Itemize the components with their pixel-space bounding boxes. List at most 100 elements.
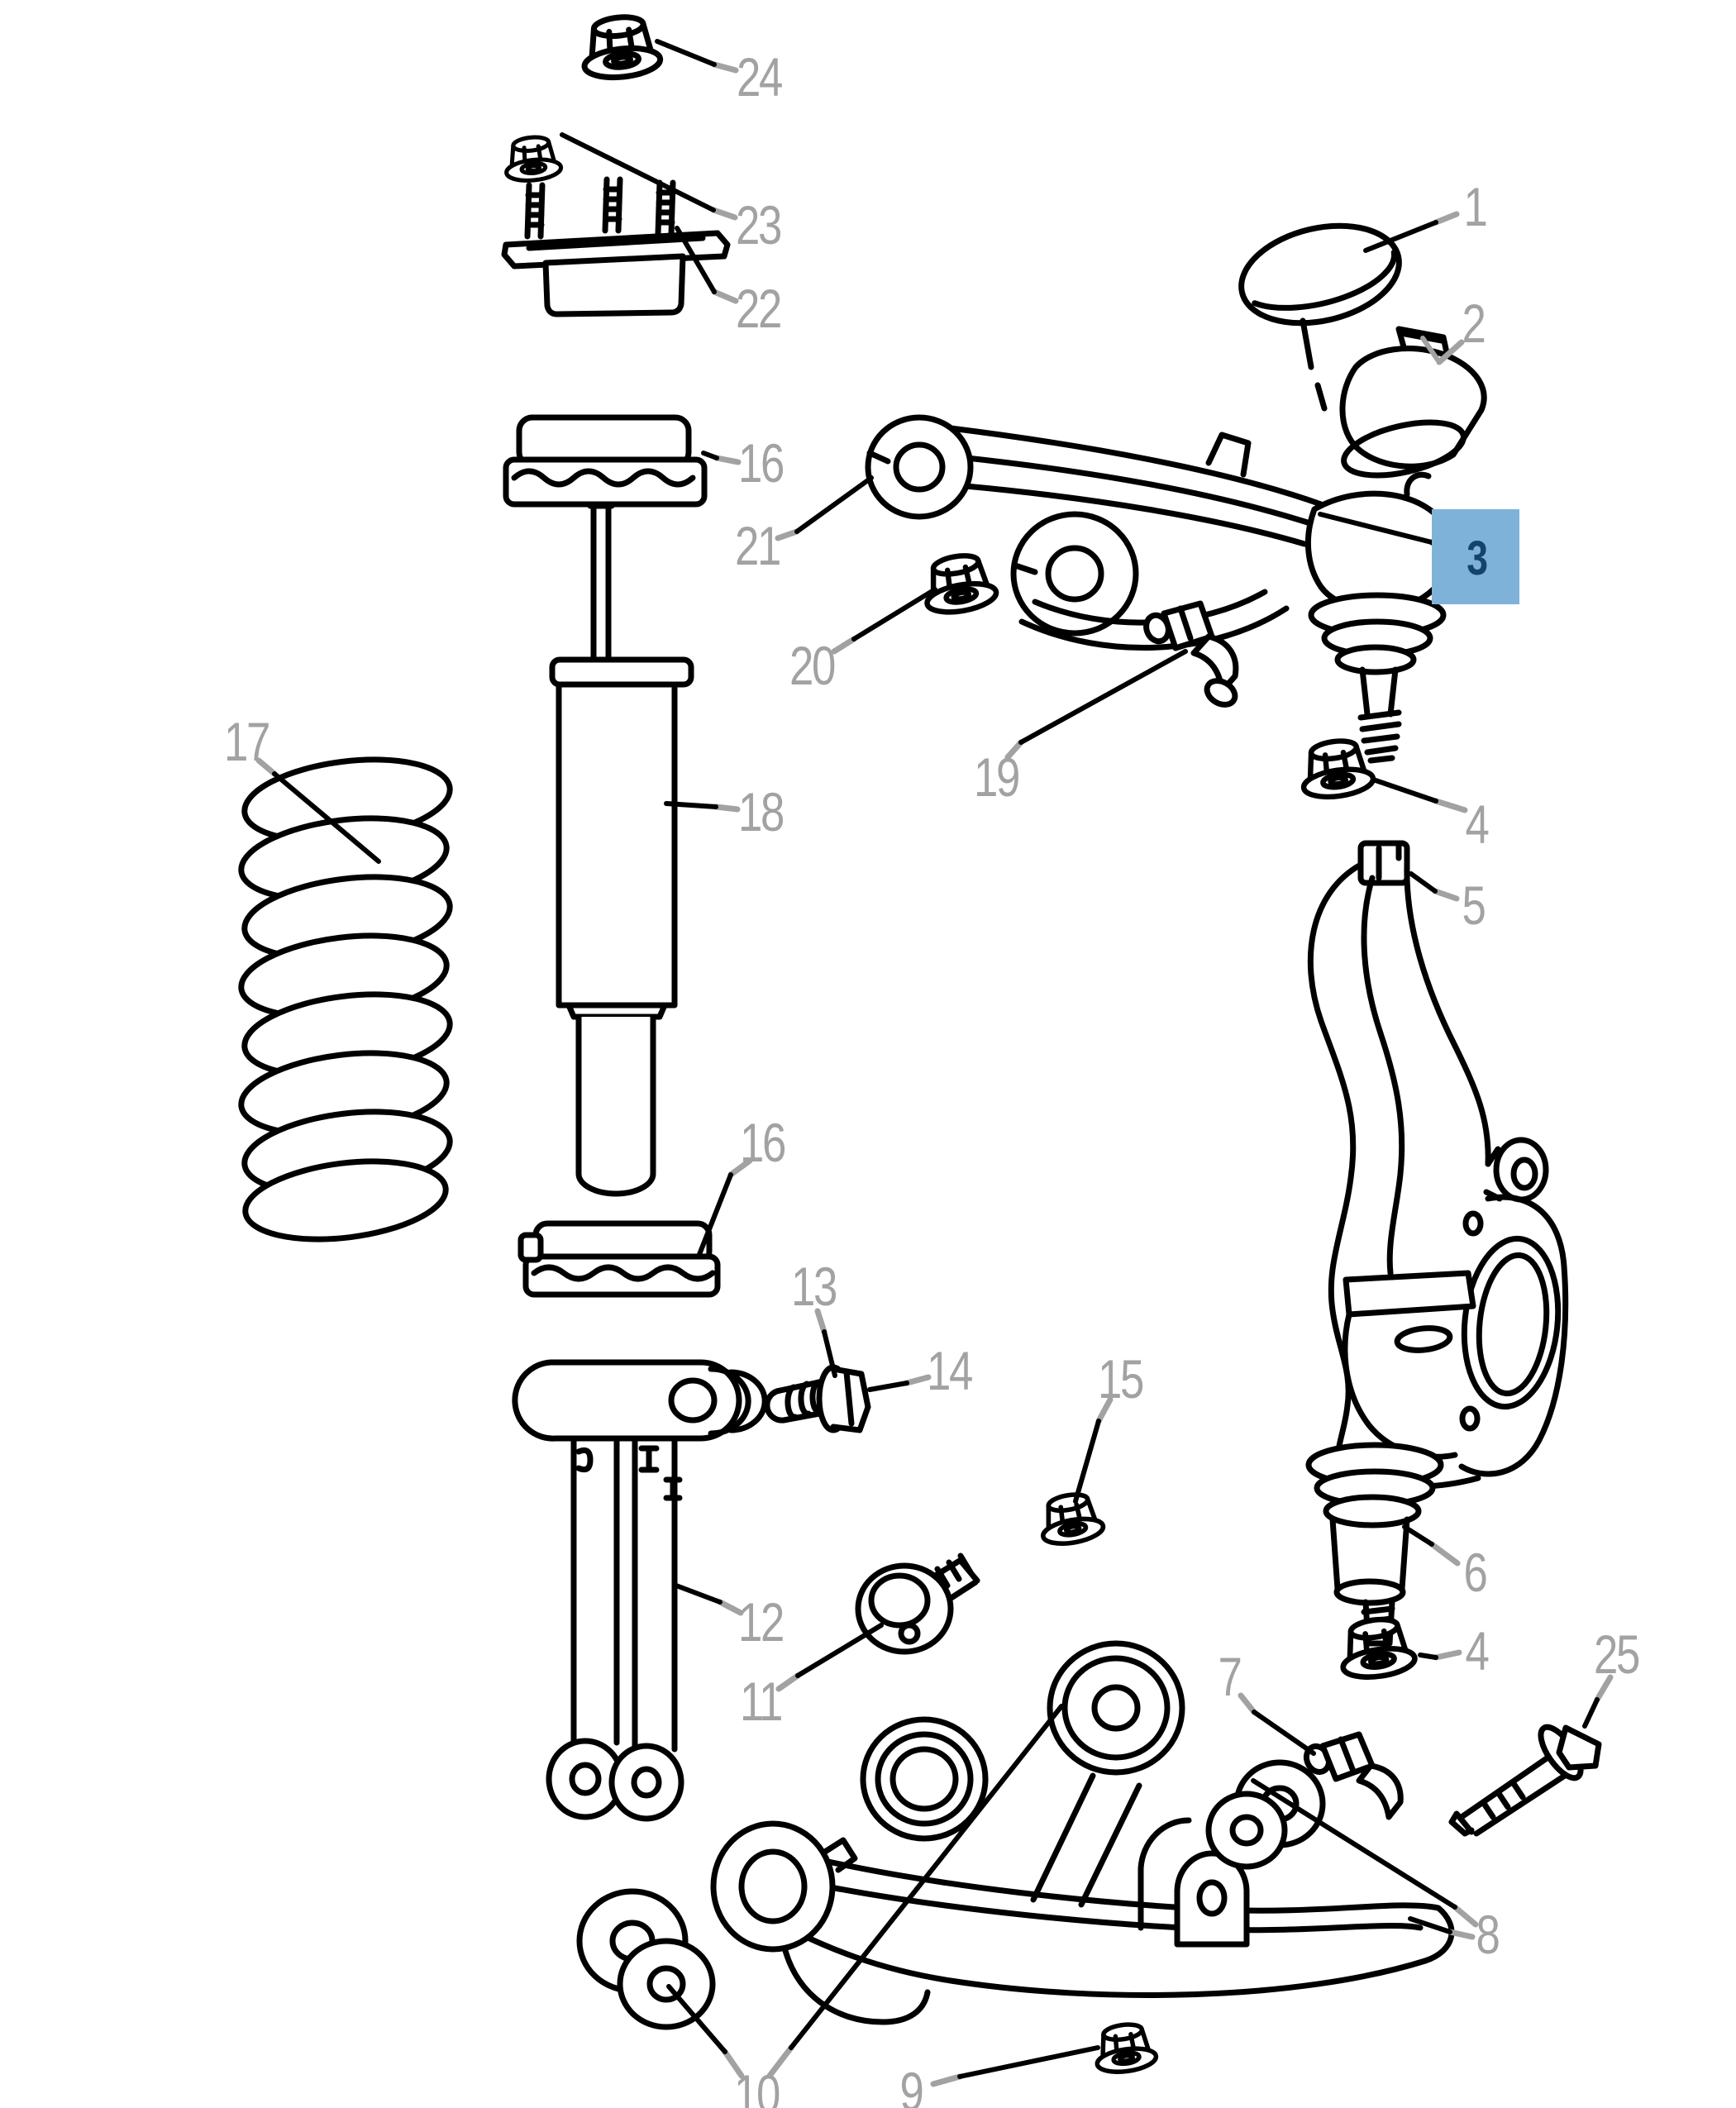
lower-ball-joint-drawing: [1305, 1442, 1444, 1647]
upper-control-arm-drawing: [865, 414, 1455, 764]
abs-sensor-drawing: [1303, 1731, 1404, 1820]
leader-stub-16-lower: [727, 1157, 753, 1178]
leader-stub-12: [717, 1599, 744, 1616]
leader-stub-6: [1428, 1541, 1461, 1567]
leader-line-5: [1409, 871, 1438, 894]
leader-line-16-upper: [701, 451, 719, 460]
callout-3[interactable]: 3: [1467, 532, 1488, 585]
callout-9[interactable]: 9: [899, 2061, 924, 2108]
callout-6[interactable]: 6: [1463, 1542, 1488, 1603]
leader-stub-7: [1238, 1692, 1257, 1715]
highlight-box-callout-3[interactable]: [1432, 509, 1519, 604]
leader-stub-13: [814, 1308, 827, 1335]
upper-spring-isolator-drawing: [503, 414, 708, 508]
leader-line-16-lower: [696, 1172, 733, 1259]
callout-23[interactable]: 23: [736, 194, 782, 255]
callout-4-upper[interactable]: 4: [1465, 794, 1490, 855]
callout-11[interactable]: 11: [739, 1671, 783, 1732]
leader-stub-8: [1452, 1904, 1479, 1928]
leader-line-8-2: [1408, 1916, 1452, 1934]
callout-20[interactable]: 20: [789, 635, 836, 696]
leader-stub-19: [1004, 739, 1024, 761]
callout-10[interactable]: 10: [734, 2063, 780, 2108]
callout-15[interactable]: 15: [1098, 1348, 1144, 1409]
leader-stub-10: [722, 2048, 745, 2079]
leader-line-12: [674, 1583, 723, 1605]
leader-stub-9: [930, 2073, 963, 2087]
callout-17[interactable]: 17: [224, 711, 270, 772]
callout-4-lower[interactable]: 4: [1465, 1620, 1490, 1681]
leader-stub-11: [775, 1672, 801, 1692]
leader-stub-20: [831, 636, 857, 655]
callout-14[interactable]: 14: [927, 1340, 973, 1401]
leader-line-22: [675, 226, 717, 294]
leader-stub-8-2: [1447, 1929, 1476, 1940]
leader-stub-25: [1594, 1674, 1614, 1703]
washer-bolt-drawing: [855, 1552, 980, 1655]
leader-lines-layer: [255, 39, 1614, 2087]
leader-line-3: [1318, 512, 1434, 545]
lower-control-arm-drawing: [710, 1772, 1455, 2025]
leader-stub-4-upper: [1433, 798, 1468, 813]
callout-13[interactable]: 13: [791, 1256, 837, 1317]
leader-line-14: [867, 1381, 909, 1392]
shock-mount-cap-drawing: [1238, 222, 1402, 412]
callout-18[interactable]: 18: [738, 781, 785, 842]
leader-line-8: [1251, 1778, 1457, 1910]
callout-22[interactable]: 22: [736, 278, 782, 339]
leader-line-1: [1363, 220, 1438, 253]
leader-stub-15: [1095, 1396, 1114, 1424]
leader-line-17: [272, 771, 381, 864]
callout-7[interactable]: 7: [1218, 1646, 1242, 1707]
sensor-fitting-drawing: [1143, 600, 1239, 708]
leader-stub-16-upper: [713, 455, 742, 465]
arm-bushing-front-drawing: [860, 1716, 989, 1842]
leader-line-24: [655, 39, 717, 67]
callout-8[interactable]: 8: [1476, 1904, 1500, 1965]
shock-link-drawing: [512, 1359, 768, 1822]
leader-line-7: [1252, 1710, 1316, 1756]
arm-bushing-large-drawing: [1047, 1640, 1185, 1776]
shock-absorber-drawing: [549, 503, 694, 1197]
leader-line-21: [794, 475, 874, 534]
leader-line-4-lower: [1418, 1653, 1438, 1660]
callout-25[interactable]: 25: [1594, 1624, 1640, 1685]
callout-19[interactable]: 19: [974, 746, 1020, 808]
leader-stub-1: [1433, 211, 1460, 226]
long-bolt-drawing: [1448, 1724, 1602, 1837]
leader-stub-10-2: [766, 2044, 794, 2079]
leader-line-13: [822, 1329, 837, 1378]
leader-stub-21: [775, 528, 800, 541]
callout-24[interactable]: 24: [737, 46, 783, 107]
callout-21[interactable]: 21: [735, 515, 781, 576]
leader-line-19: [1018, 649, 1188, 745]
leader-line-15: [1073, 1419, 1101, 1504]
callout-12[interactable]: 12: [738, 1591, 785, 1653]
leader-line-25: [1582, 1697, 1600, 1729]
callout-1[interactable]: 1: [1463, 176, 1488, 237]
leader-line-18: [664, 801, 718, 809]
leader-line-10: [666, 1984, 727, 2054]
callout-16-upper[interactable]: 16: [738, 432, 785, 494]
lower-spring-isolator-drawing: [517, 1220, 721, 1298]
leader-line-20: [851, 587, 937, 641]
leader-stub-17: [255, 757, 278, 777]
steering-knuckle-drawing: [1307, 840, 1569, 1490]
leader-stub-2: [1436, 339, 1465, 365]
leader-stub-24: [711, 61, 739, 74]
callout-2[interactable]: 2: [1462, 293, 1486, 354]
strut-mount-drawing: [501, 179, 731, 317]
leader-stub-18: [713, 804, 741, 813]
leader-line-11: [795, 1623, 884, 1678]
leader-line-9: [957, 2045, 1100, 2079]
callout-16-lower[interactable]: 16: [740, 1112, 786, 1173]
leader-stub-14: [904, 1374, 932, 1386]
coil-spring-drawing: [238, 756, 453, 1242]
leader-line-6: [1402, 1524, 1434, 1547]
arm-bushing-pair-left-drawing: [576, 1888, 716, 2030]
callout-5[interactable]: 5: [1462, 875, 1486, 936]
leader-stub-22: [711, 289, 739, 304]
